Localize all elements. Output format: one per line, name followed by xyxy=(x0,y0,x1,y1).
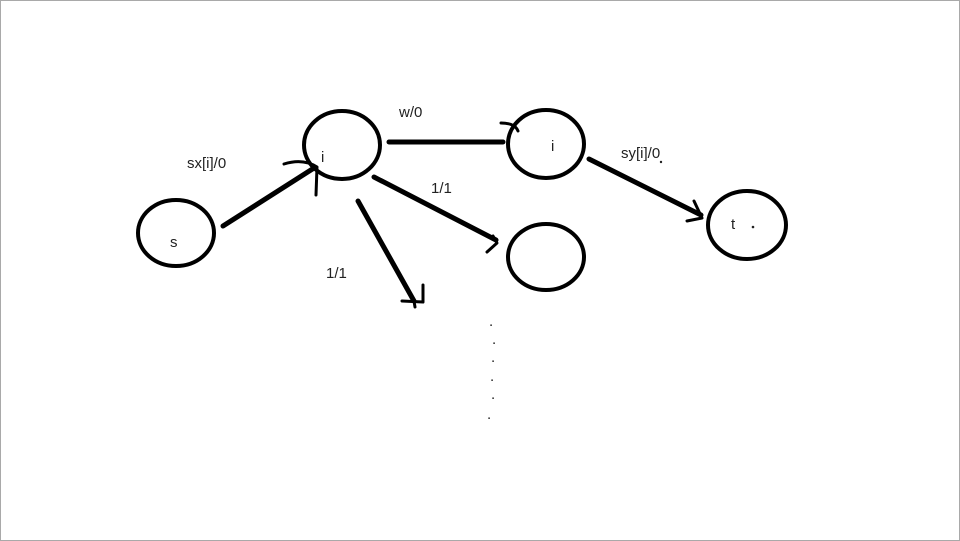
node-s-label: s xyxy=(170,234,178,251)
ellipsis-dot-6: . xyxy=(487,406,491,423)
edge-i-to-i: w/0 xyxy=(386,104,520,145)
ellipsis-dot-3: . xyxy=(491,349,495,366)
edge-i-to-empty-label: 1/1 xyxy=(431,180,452,197)
edge-i-to-empty: 1/1 xyxy=(371,174,499,254)
ellipsis-dot-1: . xyxy=(489,313,493,330)
node-i-right-label: i xyxy=(551,138,554,155)
node-i-left: i xyxy=(302,109,382,181)
node-empty xyxy=(506,222,586,292)
ellipsis-dot-4: . xyxy=(490,368,494,385)
ellipsis-dot-2: . xyxy=(492,331,496,348)
edge-s-to-i-label: sx[i]/0 xyxy=(187,155,226,172)
edge-i-to-t-label: sy[i]/0 xyxy=(621,145,660,162)
node-i-left-label: i xyxy=(321,149,324,166)
edge-s-to-i: sx[i]/0 xyxy=(187,155,319,229)
node-t-dot xyxy=(751,225,755,229)
edge-i-to-down-label: 1/1 xyxy=(326,265,347,282)
edge-i-to-t-dot xyxy=(659,160,663,164)
edge-i-to-i-label: w/0 xyxy=(398,104,422,121)
node-i-right: i xyxy=(506,108,586,180)
ellipsis-dot-5: . xyxy=(491,386,495,403)
node-t: t xyxy=(706,189,788,261)
node-t-label: t xyxy=(731,216,736,233)
edge-i-to-t: sy[i]/0 xyxy=(586,145,704,223)
vertical-ellipsis: . . . . . . xyxy=(487,313,496,423)
node-s: s xyxy=(136,198,216,268)
edge-i-to-down: 1/1 xyxy=(326,198,425,309)
